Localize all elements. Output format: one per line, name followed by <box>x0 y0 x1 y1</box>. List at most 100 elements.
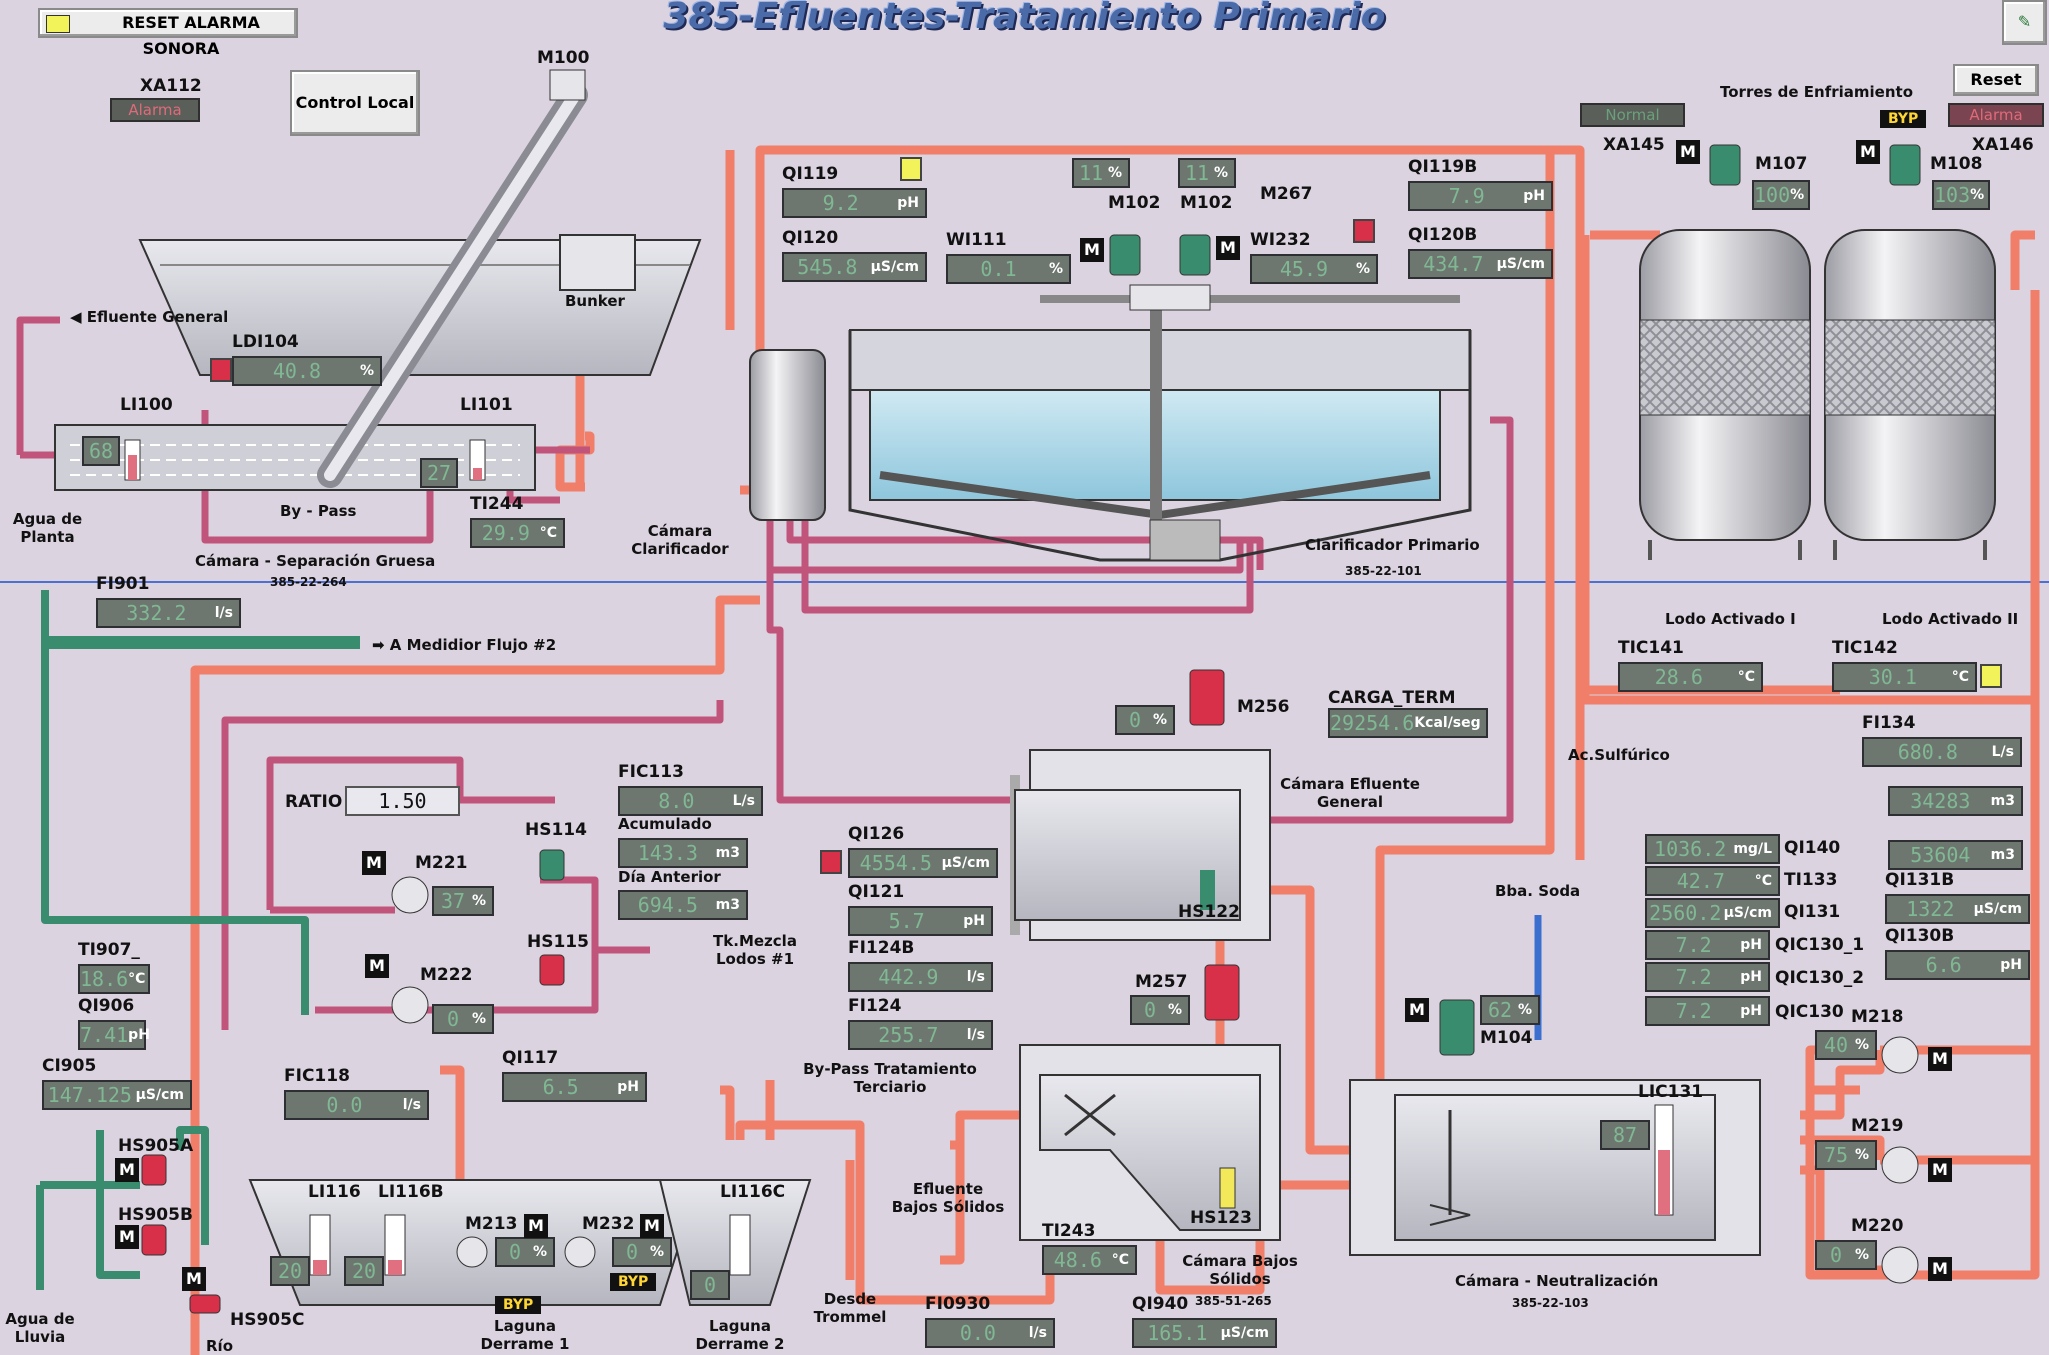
li116-display[interactable]: 20 <box>270 1256 310 1286</box>
display-value: 2560.2 <box>1649 901 1722 925</box>
m-badge[interactable]: M <box>365 954 389 978</box>
wi232-display[interactable]: 45.9% <box>1250 254 1378 284</box>
fic118-tag: FIC118 <box>284 1066 350 1086</box>
fic113-dia-anterior-label: Día Anterior <box>618 868 721 886</box>
ti243-display[interactable]: 48.6°C <box>1042 1245 1137 1275</box>
edit-screen-icon[interactable]: ✎ <box>2002 0 2047 45</box>
li100-display[interactable]: 68 <box>82 436 120 466</box>
lic131-display[interactable]: 87 <box>1600 1120 1650 1150</box>
m218-display[interactable]: 40% <box>1815 1030 1877 1060</box>
qi119-tag: QI119 <box>782 164 839 184</box>
ti907-display[interactable]: 18.6°C <box>78 964 150 994</box>
display-unit: % <box>1854 1247 1869 1263</box>
m-badge[interactable]: M <box>1676 140 1700 164</box>
ti133-display[interactable]: 42.7°C <box>1645 866 1780 896</box>
pct-top2-display[interactable]: 11% <box>1178 158 1236 188</box>
m108-display[interactable]: 103% <box>1932 180 1990 210</box>
display-unit: % <box>471 1011 486 1027</box>
m-badge[interactable]: M <box>115 1225 139 1249</box>
m213-display[interactable]: 0% <box>495 1237 555 1267</box>
m102b-tag: M102 <box>1180 193 1233 213</box>
xa145-alarm[interactable]: Normal <box>1580 103 1685 127</box>
m232-display[interactable]: 0% <box>612 1237 672 1267</box>
m107-display[interactable]: 100% <box>1752 180 1810 210</box>
m257-display[interactable]: 0% <box>1130 995 1190 1025</box>
display-unit: % <box>1167 1002 1182 1018</box>
pct-top1-display[interactable]: 11% <box>1072 158 1130 188</box>
m219-display[interactable]: 75% <box>1815 1140 1877 1170</box>
qi140-label: QI140 <box>1784 838 1841 858</box>
li116c-display[interactable]: 0 <box>690 1270 730 1300</box>
display-unit: % <box>1152 712 1167 728</box>
carga-term-label: CARGA_TERM <box>1328 688 1456 708</box>
ldi104-display[interactable]: 40.8% <box>232 356 382 386</box>
m-badge[interactable]: M <box>524 1214 548 1238</box>
m222-display[interactable]: 0% <box>432 1004 494 1034</box>
m256-display[interactable]: 0% <box>1115 705 1175 735</box>
m220-display[interactable]: 0% <box>1815 1240 1877 1270</box>
m-badge[interactable]: M <box>1405 998 1429 1022</box>
ti244-display[interactable]: 29.9°C <box>470 518 565 548</box>
display-unit: L/s <box>1991 744 2014 760</box>
display-unit: µS/cm <box>941 855 990 871</box>
display-value: 143.3 <box>637 841 698 865</box>
xa146-alarm[interactable]: Alarma <box>1948 103 2044 127</box>
m-badge[interactable]: M <box>1928 1158 1952 1182</box>
li101-display[interactable]: 27 <box>420 458 458 488</box>
ti244-tag: TI244 <box>470 494 524 514</box>
display-unit: % <box>1213 165 1228 181</box>
display-unit: pH <box>897 195 919 211</box>
tic142-display[interactable]: 30.1°C <box>1832 662 1977 692</box>
m-badge[interactable]: M <box>1928 1257 1952 1281</box>
m104-display[interactable]: 62% <box>1480 995 1540 1025</box>
ratio-display[interactable]: 1.50 <box>345 786 460 816</box>
m-badge[interactable]: M <box>640 1214 664 1238</box>
m-badge[interactable]: M <box>182 1267 206 1291</box>
tic141-display[interactable]: 28.6°C <box>1618 662 1763 692</box>
m-badge[interactable]: M <box>1216 236 1240 260</box>
m-badge[interactable]: M <box>1928 1047 1952 1071</box>
xa112-alarm[interactable]: Alarma <box>110 98 200 122</box>
li116b-display[interactable]: 20 <box>344 1256 384 1286</box>
reset-button[interactable]: Reset <box>1953 64 2039 96</box>
reset-alarm-button[interactable]: RESET ALARMA SONORA <box>38 8 298 58</box>
control-local-button[interactable]: Control Local <box>290 70 420 136</box>
m-badge[interactable]: M <box>362 851 386 875</box>
display-unit: pH <box>1523 188 1545 204</box>
m221-display[interactable]: 37% <box>432 886 494 916</box>
m-badge[interactable]: M <box>115 1158 139 1182</box>
m-badge[interactable]: M <box>1856 140 1880 164</box>
m-badge[interactable]: M <box>1080 238 1104 262</box>
wi111-display[interactable]: 0.1% <box>946 254 1071 284</box>
agua-planta-label: Agua de Planta <box>12 510 83 546</box>
